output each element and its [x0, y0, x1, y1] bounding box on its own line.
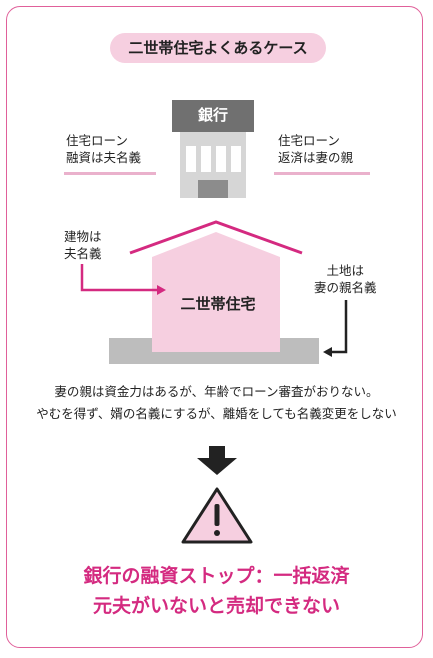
- right-loan-label: 住宅ローン 返済は妻の親: [278, 132, 353, 166]
- result-line1: 銀行の融資ストップ：一括返済: [83, 565, 350, 587]
- bank-sign: 銀行: [197, 106, 228, 124]
- down-arrow-shaft: [209, 446, 225, 458]
- right-loan-underline: [274, 172, 370, 175]
- bank-door: [198, 180, 228, 198]
- left-loan-underline: [64, 172, 156, 175]
- result-line2: 元夫がいないと売却できない: [92, 595, 340, 617]
- building-owner-line1: 建物は: [64, 229, 102, 244]
- bank-window-1: [186, 146, 196, 172]
- land-owner-line1: 土地は: [326, 263, 365, 278]
- building-owner-line2: 夫名義: [64, 246, 102, 261]
- building-arrow-head: [157, 285, 166, 295]
- warning-mark-dot: [214, 530, 220, 536]
- building-owner-callout: 建物は 夫名義: [64, 228, 102, 262]
- building-arrow: [80, 264, 160, 292]
- right-loan-line1: 住宅ローン: [278, 133, 340, 148]
- house-body: [152, 232, 280, 352]
- description-line1: 妻の親は資金力はあるが、年齢でローン審査がおりない。: [54, 384, 379, 399]
- land-owner-line2: 妻の親名義: [314, 280, 377, 295]
- land-arrow: [330, 300, 348, 354]
- left-loan-line1: 住宅ローン: [66, 133, 128, 148]
- left-loan-label: 住宅ローン 融資は夫名義: [66, 132, 141, 166]
- right-loan-line2: 返済は妻の親: [278, 150, 354, 165]
- house-label: 二世帯住宅: [180, 295, 256, 313]
- title-pill: 二世帯住宅よくあるケース: [110, 33, 326, 63]
- warning-mark-bar: [214, 504, 220, 526]
- bank-window-4: [231, 146, 241, 172]
- bank-window-2: [201, 146, 211, 172]
- land-arrow-head: [323, 347, 332, 357]
- house-roof: [129, 220, 303, 255]
- bank-window-3: [216, 146, 226, 172]
- land-owner-callout: 土地は 妻の親名義: [314, 262, 377, 296]
- down-arrow-head: [197, 458, 237, 475]
- bank-roof: [172, 100, 254, 132]
- description-line2: やむを得ず、婿の名義にするが、離婚をしても名義変更をしない: [36, 406, 397, 421]
- left-loan-line2: 融資は夫名義: [66, 150, 142, 165]
